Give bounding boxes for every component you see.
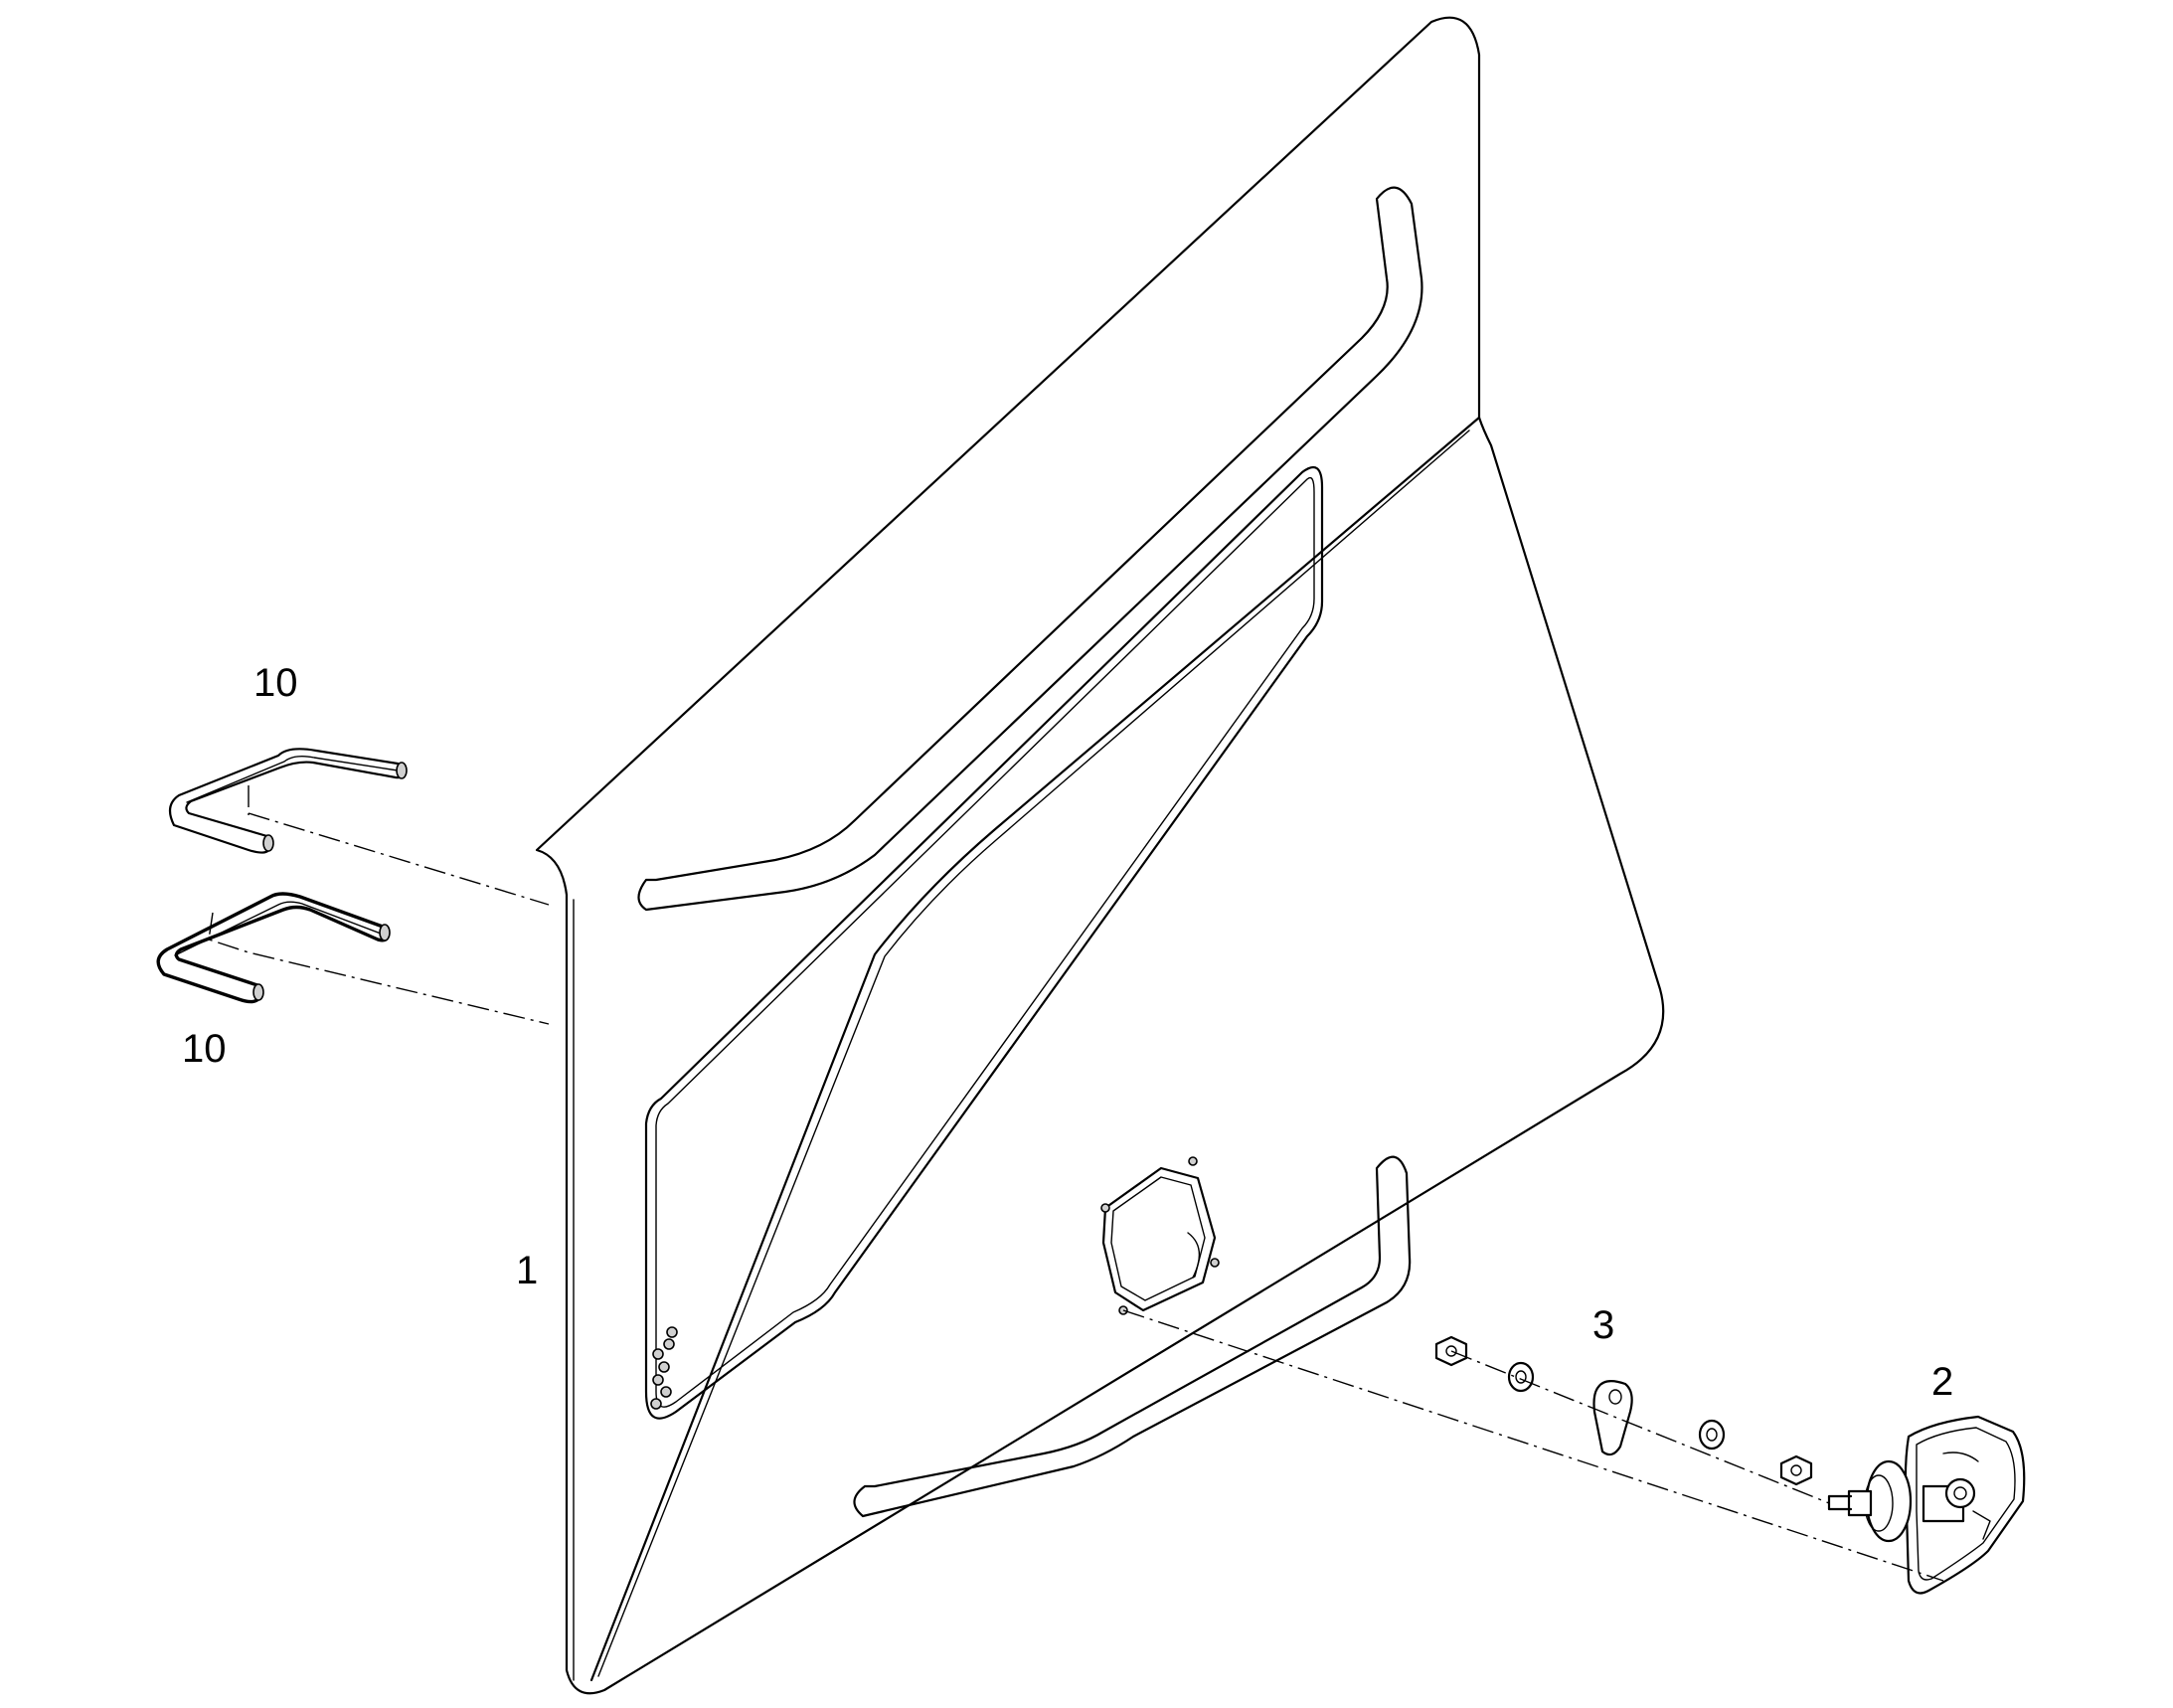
washer-right <box>1698 1419 1726 1451</box>
panel-outline <box>535 16 1665 1695</box>
panel-fold-line <box>589 416 1481 1682</box>
lower-rib <box>853 1155 1412 1518</box>
leader-seal-upper <box>248 812 550 906</box>
callout-item-10-lower: 10 <box>182 1027 227 1071</box>
lock-cam <box>1592 1380 1633 1456</box>
lock-mount-plate <box>1100 1156 1220 1315</box>
panel-fold-line-inner <box>597 429 1470 1677</box>
door-panel <box>535 16 1665 1695</box>
washer-left <box>1507 1361 1535 1393</box>
seal-strip-lower <box>156 892 391 1004</box>
drain-holes <box>650 1326 678 1410</box>
seal-strip-upper <box>168 748 408 854</box>
leader-seal-lower <box>208 912 550 1025</box>
window-recess <box>644 465 1324 1420</box>
leader-fasteners <box>1450 1350 1830 1504</box>
callout-item-2: 2 <box>1931 1360 1954 1404</box>
leader-plate-lock <box>1122 1309 1944 1582</box>
leader-lines <box>208 785 1944 1582</box>
lock-assembly <box>1827 1415 2026 1595</box>
callout-item-10-upper: 10 <box>253 661 298 705</box>
upper-rib <box>637 186 1423 912</box>
callout-item-3: 3 <box>1592 1303 1615 1347</box>
window-recess-inner <box>655 476 1315 1408</box>
callout-item-1: 1 <box>516 1249 539 1292</box>
nut-right <box>1779 1454 1813 1486</box>
